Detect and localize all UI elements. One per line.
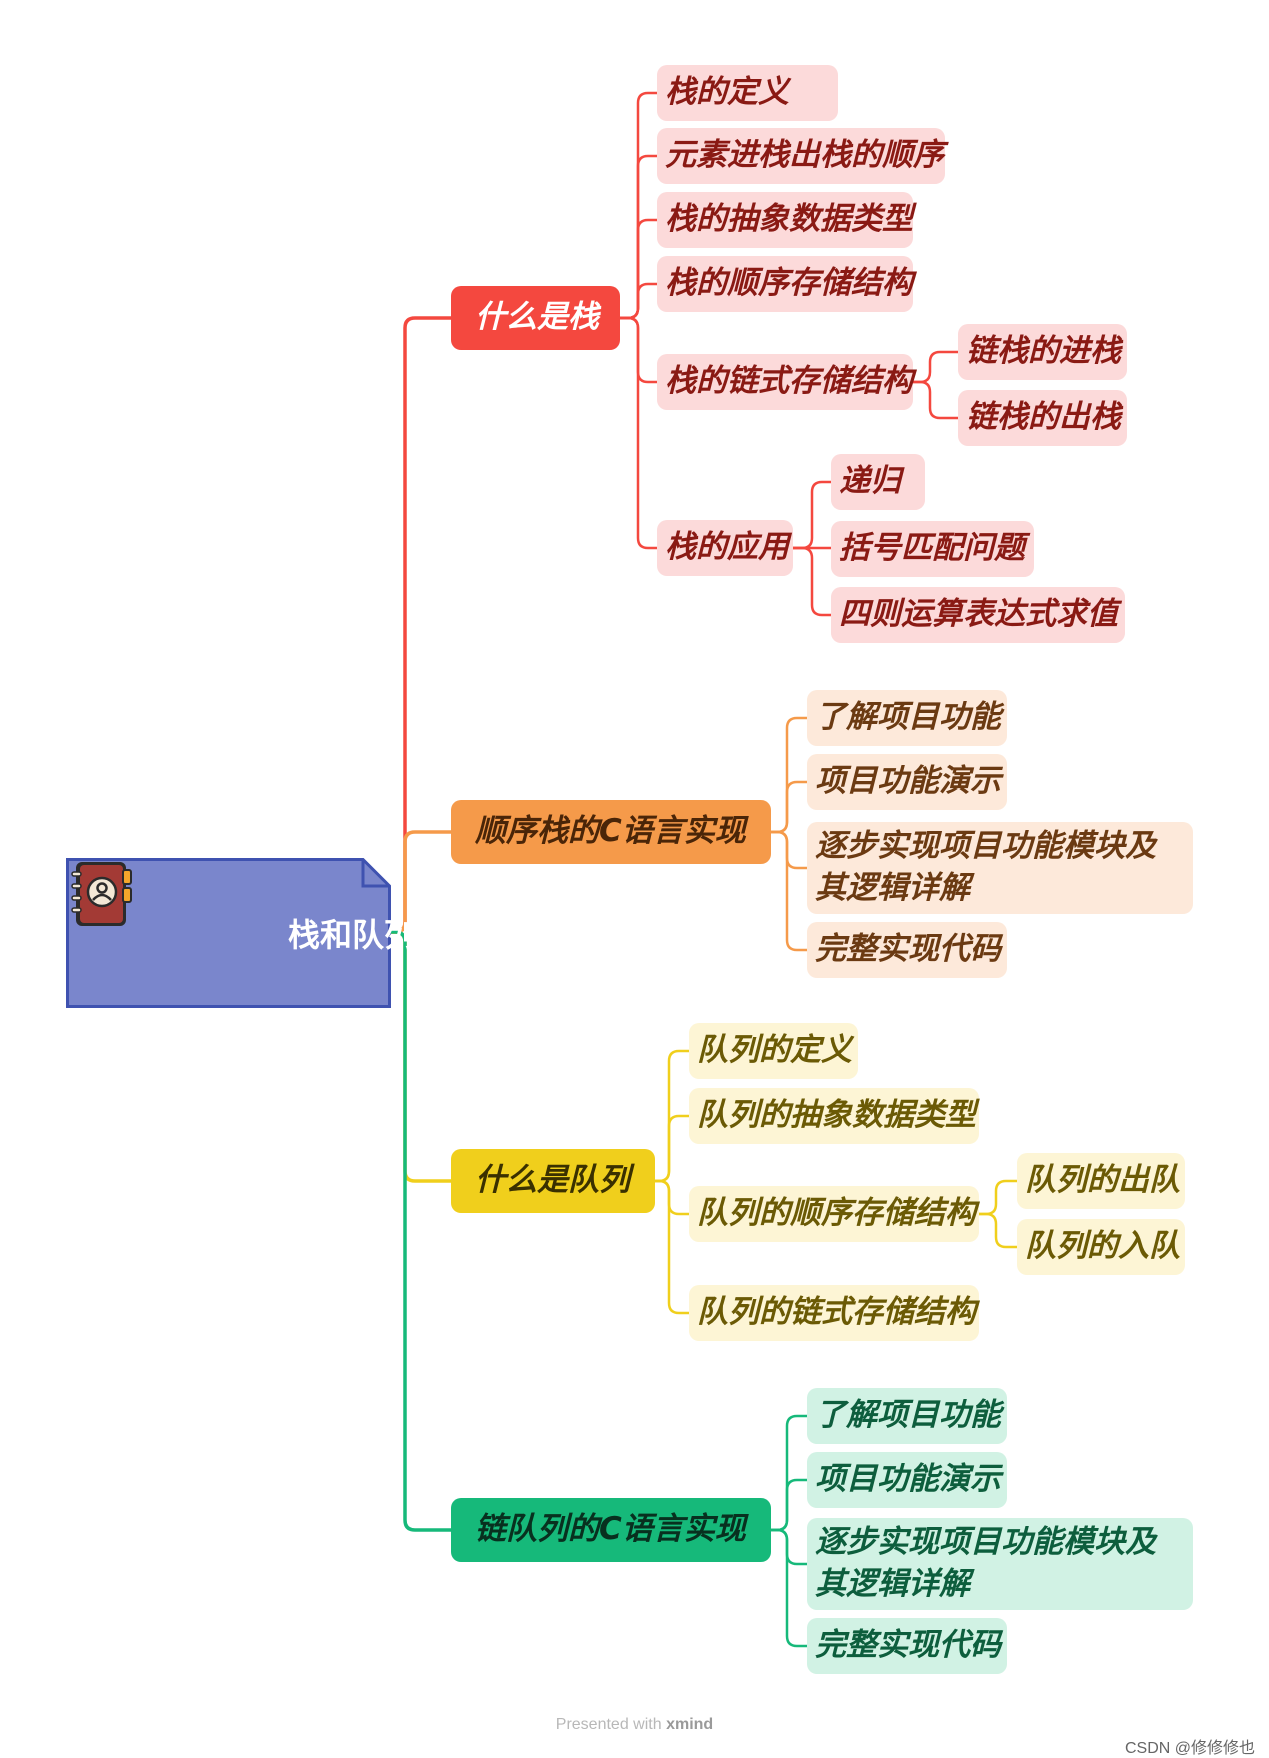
connector-line — [389, 316, 453, 934]
subtopic[interactable]: 栈的链式存储结构 — [657, 354, 913, 410]
subtopic[interactable]: 队列的抽象数据类型 — [689, 1088, 979, 1144]
subtopic[interactable]: 项目功能演示 — [807, 1452, 1007, 1508]
subtopic-label: 队列的抽象数据类型 — [697, 1097, 976, 1134]
address-book-icon — [71, 862, 132, 926]
subtopic-label: 逐步实现项目功能模块及其逻辑详解 — [815, 1524, 1156, 1602]
footer-brand: xmind — [666, 1716, 714, 1733]
subtopic-label: 逐步实现项目功能模块及其逻辑详解 — [815, 828, 1156, 906]
connector-line — [653, 1114, 691, 1183]
subtopic-label: 栈的链式存储结构 — [665, 363, 913, 400]
connector-line — [389, 930, 453, 1532]
branch-topic-4-label: 链队列的C语言实现 — [475, 1511, 746, 1548]
subtopic[interactable]: 逐步实现项目功能模块及其逻辑详解 — [807, 822, 1193, 914]
connector-line — [769, 1414, 809, 1532]
connector-line — [977, 1179, 1019, 1216]
subtopic-label: 队列的顺序存储结构 — [697, 1195, 976, 1232]
connector-line — [791, 546, 833, 617]
connector-line — [911, 350, 960, 384]
footer-prefix: Presented with — [555, 1716, 662, 1733]
connector-line — [769, 716, 809, 834]
subtopic[interactable]: 了解项目功能 — [807, 1388, 1007, 1444]
subtopic-label: 链栈的出栈 — [966, 399, 1121, 436]
subtopic[interactable]: 队列的链式存储结构 — [689, 1285, 979, 1341]
connector-line — [653, 1179, 691, 1216]
connector-line — [977, 1212, 1019, 1249]
subtopic-label: 了解项目功能 — [815, 699, 1001, 736]
subtopic-label: 队列的定义 — [697, 1032, 852, 1069]
subtopic[interactable]: 四则运算表达式求值 — [831, 587, 1125, 643]
subtopic-label: 队列的链式存储结构 — [697, 1294, 976, 1331]
connector-line — [791, 480, 833, 550]
connector-line — [769, 830, 809, 952]
connector-line — [618, 316, 659, 550]
subtopic[interactable]: 完整实现代码 — [807, 922, 1007, 978]
subtopic-label: 完整实现代码 — [815, 1627, 1001, 1664]
branch-topic-4[interactable]: 链队列的C语言实现 — [451, 1498, 771, 1562]
connector-line — [769, 780, 809, 834]
subtopic-label: 链栈的进栈 — [966, 333, 1121, 370]
subtopic[interactable]: 栈的顺序存储结构 — [657, 256, 913, 312]
subtopic[interactable]: 栈的定义 — [657, 65, 838, 121]
subtopic[interactable]: 栈的应用 — [657, 520, 793, 576]
subtopic-label: 队列的入队 — [1025, 1228, 1180, 1265]
connector-line — [769, 1478, 809, 1532]
subtopic[interactable]: 队列的出队 — [1017, 1153, 1185, 1209]
subtopic[interactable]: 递归 — [831, 454, 925, 510]
subtopic[interactable]: 逐步实现项目功能模块及其逻辑详解 — [807, 1518, 1193, 1610]
subtopic[interactable]: 链栈的进栈 — [958, 324, 1127, 380]
subtopic-label: 元素进栈出栈的顺序 — [665, 137, 944, 174]
subtopic-label: 栈的抽象数据类型 — [665, 201, 913, 238]
connector-line — [653, 1179, 691, 1315]
subtopic-label: 括号匹配问题 — [839, 530, 1025, 567]
subtopic-label: 递归 — [839, 463, 901, 500]
subtopic[interactable]: 项目功能演示 — [807, 754, 1007, 810]
subtopic-label: 了解项目功能 — [815, 1397, 1001, 1434]
connector-line — [769, 1528, 809, 1648]
subtopic-label: 项目功能演示 — [815, 1461, 1001, 1498]
branch-topic-1-label: 什么是栈 — [475, 299, 599, 336]
subtopic-label: 项目功能演示 — [815, 763, 1001, 800]
subtopic[interactable]: 括号匹配问题 — [831, 521, 1034, 577]
subtopic[interactable]: 队列的定义 — [689, 1023, 858, 1079]
subtopic-label: 栈的应用 — [665, 529, 789, 566]
subtopic[interactable]: 了解项目功能 — [807, 690, 1007, 746]
root-topic[interactable]: 栈和队列 — [66, 858, 416, 1008]
branch-topic-3[interactable]: 什么是队列 — [451, 1149, 655, 1213]
csdn-credit: CSDN @修修修也 — [1124, 1740, 1255, 1757]
connector-line — [618, 282, 659, 320]
connector-line — [911, 380, 960, 420]
subtopic[interactable]: 完整实现代码 — [807, 1618, 1007, 1674]
subtopic-label: 队列的出队 — [1025, 1162, 1180, 1199]
branch-topic-3-label: 什么是队列 — [475, 1162, 630, 1199]
root-topic-label: 栈和队列 — [288, 916, 417, 954]
subtopic-label: 完整实现代码 — [815, 931, 1001, 968]
subtopic[interactable]: 链栈的出栈 — [958, 390, 1127, 446]
subtopic[interactable]: 队列的顺序存储结构 — [689, 1186, 979, 1242]
subtopic-label: 栈的定义 — [665, 74, 789, 111]
root-shape — [66, 858, 391, 1008]
subtopic-label: 四则运算表达式求值 — [839, 596, 1118, 633]
subtopic[interactable]: 元素进栈出栈的顺序 — [657, 128, 945, 184]
subtopic[interactable]: 栈的抽象数据类型 — [657, 192, 913, 248]
branch-topic-2[interactable]: 顺序栈的C语言实现 — [451, 800, 771, 864]
presented-with-footer: Presented with xmind — [0, 1716, 1269, 1734]
subtopic-label: 栈的顺序存储结构 — [665, 265, 913, 302]
branch-topic-2-label: 顺序栈的C语言实现 — [475, 813, 746, 850]
subtopic[interactable]: 队列的入队 — [1017, 1219, 1185, 1275]
branch-topic-1[interactable]: 什么是栈 — [451, 286, 620, 350]
connector-line — [769, 830, 809, 870]
connector-line — [769, 1528, 809, 1566]
